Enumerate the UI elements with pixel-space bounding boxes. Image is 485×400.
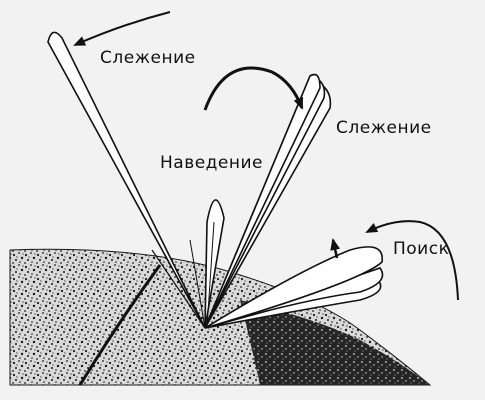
earth-shadow [240, 300, 430, 385]
search-sweep-arrow [330, 238, 341, 259]
earth-curve-line [78, 264, 162, 386]
thin-beam [151, 249, 206, 329]
tracking-top-arrow [73, 11, 171, 46]
guidance-lobe [204, 199, 225, 329]
label-guidance: Наведение [160, 153, 263, 173]
search-lobe-1 [204, 246, 383, 329]
tracking-lobe-left [47, 31, 206, 329]
search-arrow [365, 220, 459, 301]
guidance-lobe-inner [206, 221, 215, 329]
tracking-lobe-right-1 [204, 73, 321, 329]
label-tracking-right: Слежение [336, 118, 432, 138]
label-tracking-top: Слежение [100, 48, 196, 68]
label-search: Поиск [393, 239, 449, 259]
thin-beam-2 [189, 239, 206, 329]
tracking-right-arrow [203, 66, 304, 111]
